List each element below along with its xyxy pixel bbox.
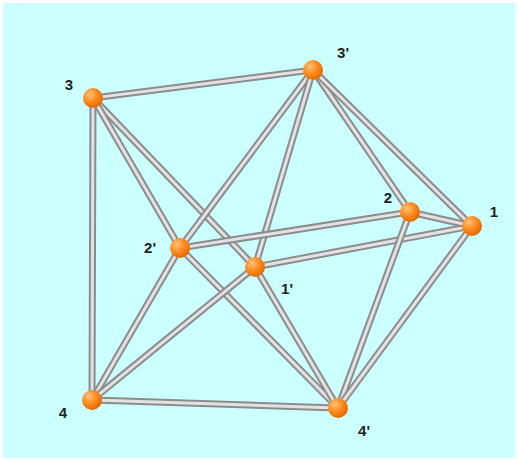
- rod-body: [264, 228, 463, 266]
- rod-highlight: [264, 228, 463, 266]
- rod-body: [419, 214, 463, 224]
- rod-highlight: [99, 273, 248, 395]
- rod-highlight: [102, 71, 304, 97]
- vertex-sphere: 4: [82, 390, 102, 410]
- rod-body: [98, 106, 176, 240]
- rod-body: [189, 213, 401, 246]
- rod-body: [101, 400, 329, 407]
- vertex-sphere: 1': [245, 257, 265, 277]
- rod-highlight: [341, 220, 407, 399]
- rod-highlight: [91, 107, 95, 391]
- rod-body: [260, 275, 334, 400]
- rod-body: [89, 107, 97, 391]
- vertex-sphere: 2': [170, 238, 190, 258]
- rod: [264, 228, 463, 266]
- rod: [99, 273, 248, 395]
- vertex-label: 2: [384, 190, 392, 205]
- rod-body: [319, 76, 465, 219]
- rod: [97, 256, 176, 392]
- rod-highlight: [343, 233, 466, 401]
- rod-highlight: [189, 213, 401, 246]
- vertex-label: 2': [144, 240, 156, 255]
- rod-body: [97, 256, 176, 392]
- rod-highlight: [97, 256, 176, 392]
- rod: [189, 213, 401, 246]
- rod-highlight: [319, 76, 465, 219]
- rod: [98, 106, 176, 240]
- rod: [319, 76, 465, 219]
- vertex-sphere: 1: [462, 216, 482, 236]
- rod: [92, 107, 94, 391]
- rod-body: [102, 71, 304, 97]
- vertex-sphere: 3: [83, 88, 103, 108]
- rod-body: [341, 220, 407, 399]
- rod-layer: [3, 3, 515, 458]
- rod-body: [343, 233, 466, 401]
- vertex-label: 1: [490, 204, 498, 219]
- rod-highlight: [318, 77, 405, 204]
- rod-body: [99, 273, 248, 395]
- vertex-label: 1': [281, 281, 293, 296]
- rod: [419, 214, 463, 224]
- rod: [343, 233, 466, 401]
- rod-highlight: [419, 214, 463, 224]
- vertex-sphere: 2: [400, 202, 420, 222]
- rod: [102, 71, 304, 97]
- vertex-label: 4: [59, 405, 67, 420]
- rod: [341, 220, 407, 399]
- rod: [260, 275, 334, 400]
- rod-highlight: [101, 400, 329, 407]
- background-panel: 3' 3 2 1 2' 1' 4 4': [3, 3, 515, 458]
- vertex-sphere: 3': [303, 60, 323, 80]
- rod-highlight: [260, 275, 334, 400]
- vertex-sphere: 4': [328, 398, 348, 418]
- rod-highlight: [98, 106, 176, 240]
- vertex-label: 3': [337, 45, 349, 60]
- vertex-label: 4': [358, 423, 370, 438]
- rod: [101, 400, 329, 407]
- rod-body: [318, 77, 405, 204]
- rod: [318, 77, 405, 204]
- vertex-label: 3: [65, 77, 73, 92]
